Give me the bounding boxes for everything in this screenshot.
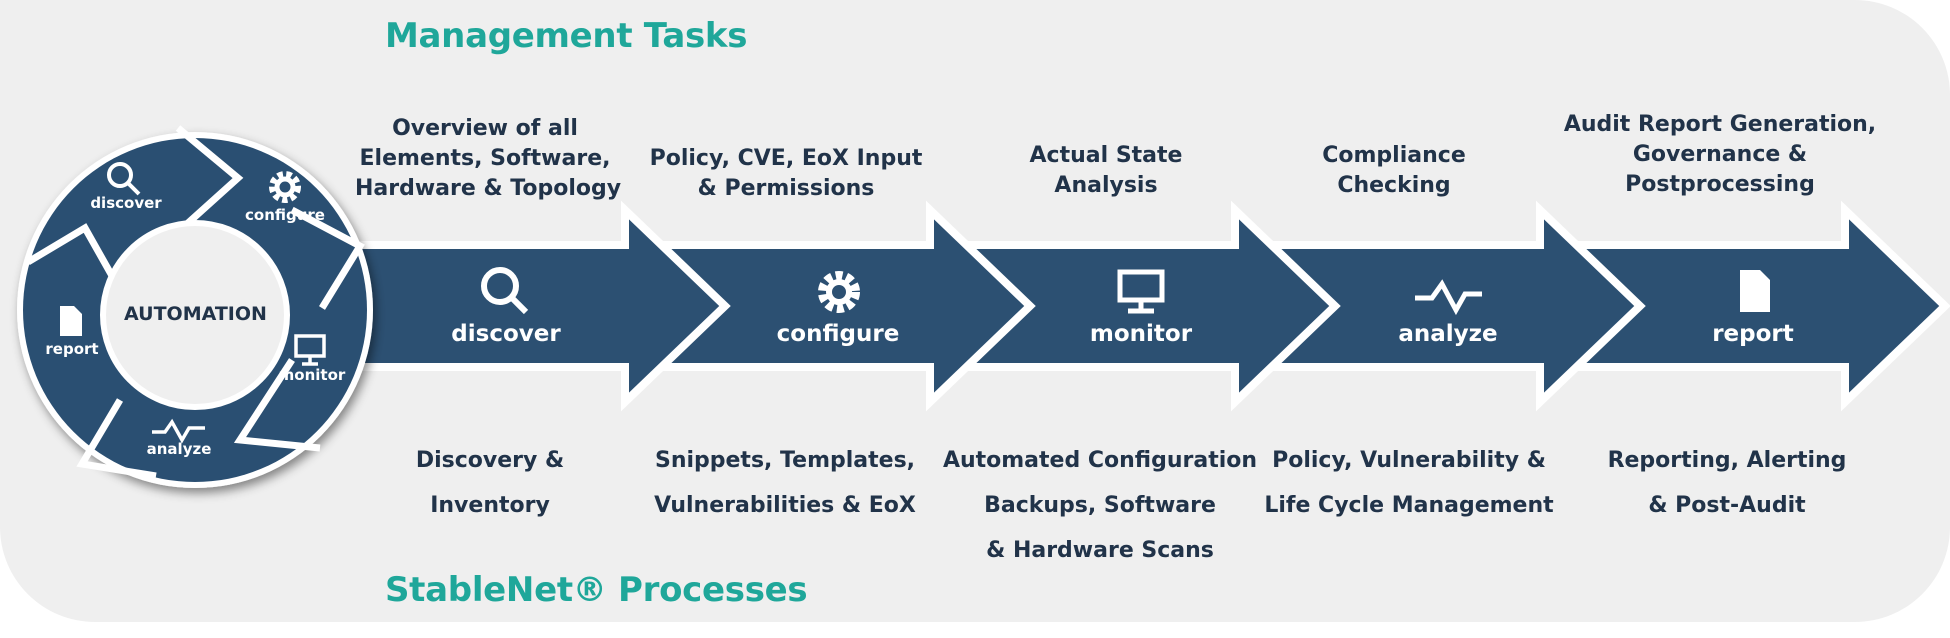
automation-label: AUTOMATION <box>124 303 267 325</box>
cycle-arrow-head-4 <box>76 398 157 480</box>
cycle-arrow-head-1 <box>175 125 244 235</box>
cycle-pulse-icon <box>152 418 205 444</box>
cycle-label-analyze: analyze <box>146 440 212 458</box>
cycle-arrow-head-5 <box>26 223 124 292</box>
cycle-label-configure: configure <box>245 206 325 224</box>
step-pulse-icon <box>1415 279 1482 316</box>
cycle-gear-icon <box>269 171 301 203</box>
cycle-label-report: report <box>45 340 99 358</box>
task-report: Audit Report Generation,Governance &Post… <box>1563 112 1877 197</box>
step-label-monitor: monitor <box>1089 321 1193 347</box>
cycle-center <box>100 220 290 410</box>
cycle-label-monitor: monitor <box>278 366 346 384</box>
pipeline-arrows <box>326 200 1950 412</box>
process-configure: Snippets, Templates,Vulnerabilities & Eo… <box>654 448 916 518</box>
step-label-analyze: analyze <box>1398 321 1498 347</box>
cycle-search-icon <box>107 162 141 196</box>
cycle-label-discover: discover <box>90 194 162 212</box>
cycle-arrow-head-2 <box>290 206 365 310</box>
step-label-report: report <box>1712 321 1794 347</box>
stablenet-processes-heading: StableNet® Processes <box>385 570 808 610</box>
step-label-configure: configure <box>776 321 900 347</box>
cycle-monitor-icon <box>294 334 326 366</box>
cycle-arrow-head-3 <box>233 358 321 452</box>
cycle-document-icon <box>60 306 82 336</box>
task-configure: Policy, CVE, EoX Input& Permissions <box>649 146 923 201</box>
step-label-discover: discover <box>451 321 561 347</box>
step-document-icon <box>1740 270 1770 312</box>
process-report: Reporting, Alerting& Post-Audit <box>1607 448 1847 518</box>
step-monitor-icon <box>1117 269 1165 314</box>
step-search-icon <box>481 267 529 315</box>
management-tasks-heading: Management Tasks <box>385 16 748 56</box>
arrow-discover <box>326 200 731 412</box>
process-analyze: Policy, Vulnerability &Life Cycle Manage… <box>1264 448 1554 518</box>
step-gear-icon <box>818 271 860 313</box>
process-discover: Discovery &Inventory <box>415 448 565 518</box>
